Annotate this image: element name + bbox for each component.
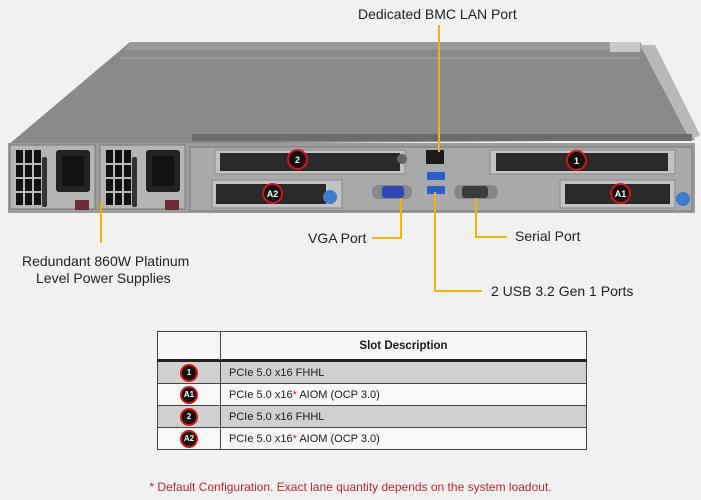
asterisk: *	[292, 432, 297, 445]
slot-a1-badge: A1	[610, 183, 631, 204]
slot-desc-suffix: AIOM (OCP 3.0)	[296, 432, 380, 445]
table-header-slot-description: Slot Description	[220, 331, 587, 361]
slot-2-badge: 2	[287, 149, 308, 170]
slot-badge: 2	[180, 407, 198, 426]
table-header-row: Slot Description	[157, 331, 587, 361]
slot-a2-badge: A2	[262, 183, 283, 204]
psu-label-line1: Redundant 860W Platinum	[22, 253, 190, 269]
serial-callout-line-h	[475, 236, 507, 238]
bmc-callout-line	[438, 25, 440, 152]
serial-callout-line-v	[475, 198, 477, 238]
slot-desc: PCIe 5.0 x16	[229, 388, 293, 401]
usb-callout-line-h	[434, 290, 482, 292]
psu-label-line2: Level Power Supplies	[36, 270, 171, 286]
slot-desc: PCIe 5.0 x16 FHHL	[229, 366, 325, 379]
slot-desc: PCIe 5.0 x16 FHHL	[229, 410, 325, 423]
slot-desc: PCIe 5.0 x16	[229, 432, 293, 445]
slot-badge: A1	[180, 385, 198, 404]
table-header-blank	[157, 331, 221, 361]
bmc-lan-port-label: Dedicated BMC LAN Port	[358, 6, 517, 22]
table-row: 1 PCIe 5.0 x16 FHHL	[157, 360, 587, 384]
table-row: 2 PCIe 5.0 x16 FHHL	[157, 405, 587, 428]
slot-1-badge: 1	[566, 150, 587, 171]
usb-callout-line-v	[434, 192, 436, 292]
vga-callout-line-v	[400, 198, 402, 238]
vga-callout-line-h	[372, 237, 402, 239]
table-row: A2 PCIe 5.0 x16* AIOM (OCP 3.0)	[157, 427, 587, 450]
vga-port-label: VGA Port	[308, 230, 367, 246]
serial-port-label: Serial Port	[515, 228, 581, 244]
slot-description-table: Slot Description 1 PCIe 5.0 x16 FHHL A1 …	[157, 331, 587, 450]
asterisk: *	[292, 388, 297, 401]
psu-callout-line	[100, 202, 102, 243]
slot-badge: A2	[180, 429, 198, 448]
footnote: * Default Configuration. Exact lane quan…	[149, 480, 552, 494]
table-row: A1 PCIe 5.0 x16* AIOM (OCP 3.0)	[157, 383, 587, 406]
server-rear-chassis	[8, 42, 700, 213]
slot-badge: 1	[180, 363, 198, 382]
slot-desc-suffix: AIOM (OCP 3.0)	[296, 388, 380, 401]
usb-ports-label: 2 USB 3.2 Gen 1 Ports	[491, 283, 634, 299]
